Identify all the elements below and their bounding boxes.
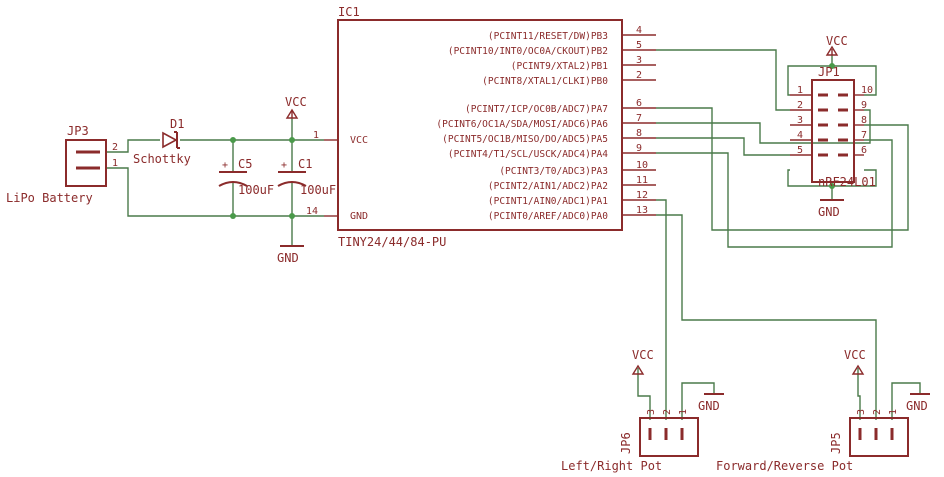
d1-name: D1 [170, 117, 184, 131]
jp1-vcc-label: VCC [826, 34, 848, 48]
c1-capacitor: + C1 100uF [277, 157, 336, 197]
ic1: IC1 TINY24/44/84-PU 1 14 GND (PCINT11/RE… [306, 5, 656, 249]
ic1-pin-label: (PCINT3/T0/ADC3)PA3 [499, 166, 608, 177]
jp1-right-pin-number: 9 [861, 100, 867, 111]
jp3-name: JP3 [67, 124, 89, 138]
ic1-pin-number: 11 [636, 175, 648, 186]
jp1-connector: 1 10 2 9 3 8 4 7 5 6 JP1 nRF24L01 VCC GND [790, 34, 876, 219]
ic1-pin-number: 7 [636, 113, 642, 124]
jp6-pin1: 1 [678, 409, 689, 415]
ic1-pin-number: 9 [636, 143, 642, 154]
ic1-pin-gnd-num: 14 [306, 206, 318, 217]
vcc-label-main: VCC [285, 95, 307, 109]
d1-value: Schottky [133, 152, 191, 166]
jp1-right-pin-number: 10 [861, 85, 873, 96]
jp3-connector: JP3 2 1 LiPo Battery [6, 124, 118, 205]
c5-value: 100uF [238, 183, 274, 197]
c5-capacitor: + C5 100uF [218, 157, 274, 197]
jp1-left-pin-number: 4 [797, 130, 803, 141]
junctions [230, 63, 835, 219]
ic1-pin-label: (PCINT6/OC1A/SDA/MOSI/ADC6)PA6 [436, 119, 608, 130]
jp3-pin1: 1 [112, 158, 118, 169]
ic1-pin-label: (PCINT2/AIN1/ADC2)PA2 [488, 181, 608, 192]
ic1-pin-number: 4 [636, 25, 642, 36]
c1-name: C1 [298, 157, 312, 171]
ic1-pin-number: 6 [636, 98, 642, 109]
jp6-vcc-label: VCC [632, 348, 654, 362]
vcc-symbol-main: VCC [285, 95, 307, 119]
ic1-pin-label: (PCINT1/AIN0/ADC1)PA1 [488, 196, 608, 207]
ic1-pin-number: 13 [636, 205, 648, 216]
jp1-left-pin-number: 2 [797, 100, 803, 111]
ic1-pin-label: (PCINT11/RESET/DW)PB3 [488, 31, 608, 42]
ic1-name: IC1 [338, 5, 360, 19]
ic1-pin-number: 2 [636, 70, 642, 81]
jp5-vcc-label: VCC [844, 348, 866, 362]
jp5-gnd-label: GND [906, 399, 928, 413]
jp3-pin2: 2 [112, 142, 118, 153]
jp1-right-pin-number: 7 [861, 130, 867, 141]
jp6-name: JP6 [619, 432, 633, 454]
svg-text:+: + [222, 160, 228, 171]
jp5-caption: Forward/Reverse Pot [716, 459, 853, 473]
jp1-left-pin-number: 3 [797, 115, 803, 126]
jp1-left-pin-number: 1 [797, 85, 803, 96]
ic1-pin-number: 10 [636, 160, 648, 171]
ic1-vcc-label: VCC [350, 135, 368, 146]
ic1-pin-label: (PCINT8/XTAL1/CLKI)PB0 [482, 76, 608, 87]
jp1-right-pin-number: 8 [861, 115, 867, 126]
jp5-pin1: 1 [888, 409, 899, 415]
jp5-pin3: 3 [856, 409, 867, 415]
jp6-pin2: 2 [662, 409, 673, 415]
jp1-part: nRF24L01 [818, 175, 876, 189]
gnd-symbol-main: GND [277, 245, 304, 265]
ic1-pin-number: 12 [636, 190, 648, 201]
ic1-pin-number: 3 [636, 55, 642, 66]
jp6-caption: Left/Right Pot [561, 459, 662, 473]
wires [107, 49, 921, 420]
jp6-pin3: 3 [646, 409, 657, 415]
ic1-pin-label: (PCINT0/AREF/ADC0)PA0 [488, 211, 608, 222]
ic1-pin-number: 8 [636, 128, 642, 139]
jp1-left-pin-number: 5 [797, 145, 803, 156]
d1-diode: D1 Schottky [133, 117, 191, 166]
ic1-pin-number: 5 [636, 40, 642, 51]
ic1-pin-label: (PCINT5/OC1B/MISO/DO/ADC5)PA5 [442, 134, 608, 145]
jp5-name: JP5 [829, 432, 843, 454]
jp1-pins: 1 10 2 9 3 8 4 7 5 6 [790, 85, 873, 157]
ic1-right-pins: (PCINT11/RESET/DW)PB3 4 (PCINT10/INT0/OC0A… [350, 25, 656, 222]
ic1-part: TINY24/44/84-PU [338, 235, 446, 249]
svg-text:+: + [281, 160, 287, 171]
jp1-gnd-label: GND [818, 205, 840, 219]
gnd-label-main: GND [277, 251, 299, 265]
jp5-connector: JP5 3 2 1 Forward/Reverse Pot VCC GND [716, 348, 930, 473]
jp6-gnd-label: GND [698, 399, 720, 413]
c1-value: 100uF [300, 183, 336, 197]
c5-name: C5 [238, 157, 252, 171]
ic1-pin-vcc-num: 1 [313, 130, 319, 141]
ic1-pin-label: (PCINT7/ICP/OC0B/ADC7)PA7 [465, 104, 608, 115]
jp1-right-pin-number: 6 [861, 145, 867, 156]
ic1-pin-label: (PCINT10/INT0/OC0A/CKOUT)PB2 [448, 46, 608, 57]
jp6-connector: JP6 3 2 1 Left/Right Pot VCC GND [561, 348, 724, 473]
ic1-pin-label: (PCINT4/T1/SCL/USCK/ADC4)PA4 [448, 149, 608, 160]
jp1-name: JP1 [818, 65, 840, 79]
jp5-pin2: 2 [872, 409, 883, 415]
ic1-gnd-label: GND [350, 211, 368, 222]
jp3-caption: LiPo Battery [6, 191, 93, 205]
ic1-pin-label: (PCINT9/XTAL2)PB1 [511, 61, 609, 72]
